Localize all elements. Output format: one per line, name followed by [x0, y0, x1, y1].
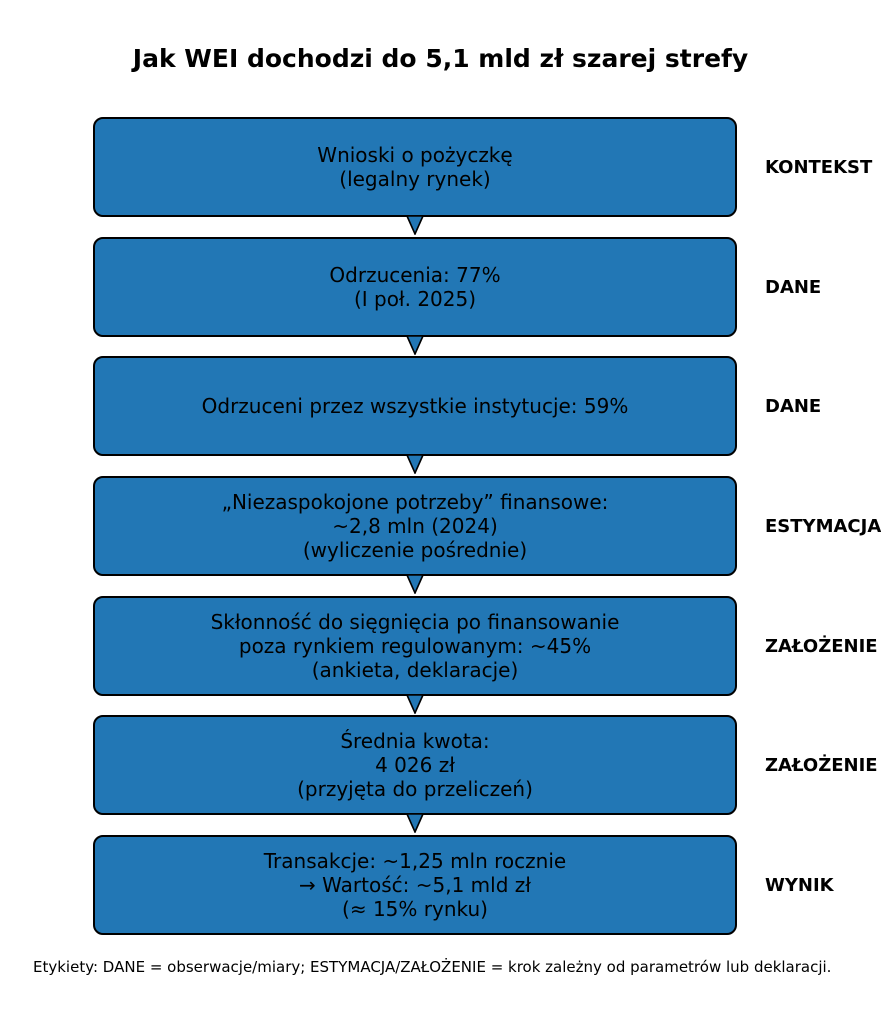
figure-title: Jak WEI dochodzi do 5,1 mld zł szarej st… [132, 44, 749, 73]
step-3-line-1: Odrzuceni przez wszystkie instytucje: 59… [201, 394, 629, 418]
flow-step-4: „Niezaspokojone potrzeby” finansowe: ~2,… [93, 476, 737, 576]
step-5-line-2: poza rynkiem regulowanym: ~45% [238, 634, 592, 658]
step-2-line-2: (I poł. 2025) [353, 287, 477, 311]
step-6-line-3: (przyjęta do przeliczeń) [297, 777, 533, 801]
step-4-line-3: (wyliczenie pośrednie) [302, 538, 528, 562]
step-1-line-1: Wnioski o pożyczkę [317, 143, 513, 167]
step-3-text: Odrzuceni przez wszystkie instytucje: 59… [202, 394, 629, 418]
step-7-line-2: → Wartość: ~5,1 mld zł [299, 873, 531, 897]
step-2-text: Odrzucenia: 77% (I poł. 2025) [329, 263, 500, 311]
step-6-label: ZAŁOŻENIE [765, 754, 878, 776]
down-arrow-icon [405, 215, 425, 235]
down-arrow-icon [405, 694, 425, 714]
step-1-line-2: (legalny rynek) [339, 167, 491, 191]
flow-step-7: Transakcje: ~1,25 mln rocznie → Wartość:… [93, 835, 737, 935]
flow-step-6: Średnia kwota: 4 026 zł (przyjęta do prz… [93, 715, 737, 815]
down-arrow-icon [405, 813, 425, 833]
step-1-text: Wnioski o pożyczkę (legalny rynek) [317, 143, 512, 191]
step-4-line-1: „Niezaspokojone potrzeby” finansowe: [221, 490, 609, 514]
legend-note: Etykiety: DANE = obserwacje/miary; ESTYM… [33, 958, 832, 976]
step-7-text: Transakcje: ~1,25 mln rocznie → Wartość:… [264, 849, 566, 921]
flow-step-1: Wnioski o pożyczkę (legalny rynek) [93, 117, 737, 217]
down-arrow-icon [405, 574, 425, 594]
down-arrow-icon [405, 335, 425, 355]
step-2-label: DANE [765, 276, 822, 298]
step-1-label: KONTEKST [765, 156, 873, 178]
step-4-label: ESTYMACJA [765, 515, 881, 537]
step-7-line-1: Transakcje: ~1,25 mln rocznie [263, 849, 567, 873]
step-5-line-3: (ankieta, deklaracje) [311, 658, 519, 682]
flow-step-2: Odrzucenia: 77% (I poł. 2025) [93, 237, 737, 337]
down-arrow-icon [405, 454, 425, 474]
step-6-text: Średnia kwota: 4 026 zł (przyjęta do prz… [297, 729, 533, 801]
flow-step-5: Skłonność do sięgnięcia po finansowanie … [93, 596, 737, 696]
step-5-text: Skłonność do sięgnięcia po finansowanie … [211, 610, 620, 682]
step-7-line-3: (≈ 15% rynku) [342, 897, 488, 921]
step-4-line-2: ~2,8 mln (2024) [332, 514, 498, 538]
flow-step-3: Odrzuceni przez wszystkie instytucje: 59… [93, 356, 737, 456]
step-4-text: „Niezaspokojone potrzeby” finansowe: ~2,… [222, 490, 609, 562]
step-5-line-1: Skłonność do sięgnięcia po finansowanie [210, 610, 620, 634]
step-7-label: WYNIK [765, 874, 834, 896]
step-2-line-1: Odrzucenia: 77% [329, 263, 501, 287]
step-5-label: ZAŁOŻENIE [765, 635, 878, 657]
step-6-line-2: 4 026 zł [375, 753, 455, 777]
step-3-label: DANE [765, 395, 822, 417]
step-6-line-1: Średnia kwota: [340, 729, 490, 753]
